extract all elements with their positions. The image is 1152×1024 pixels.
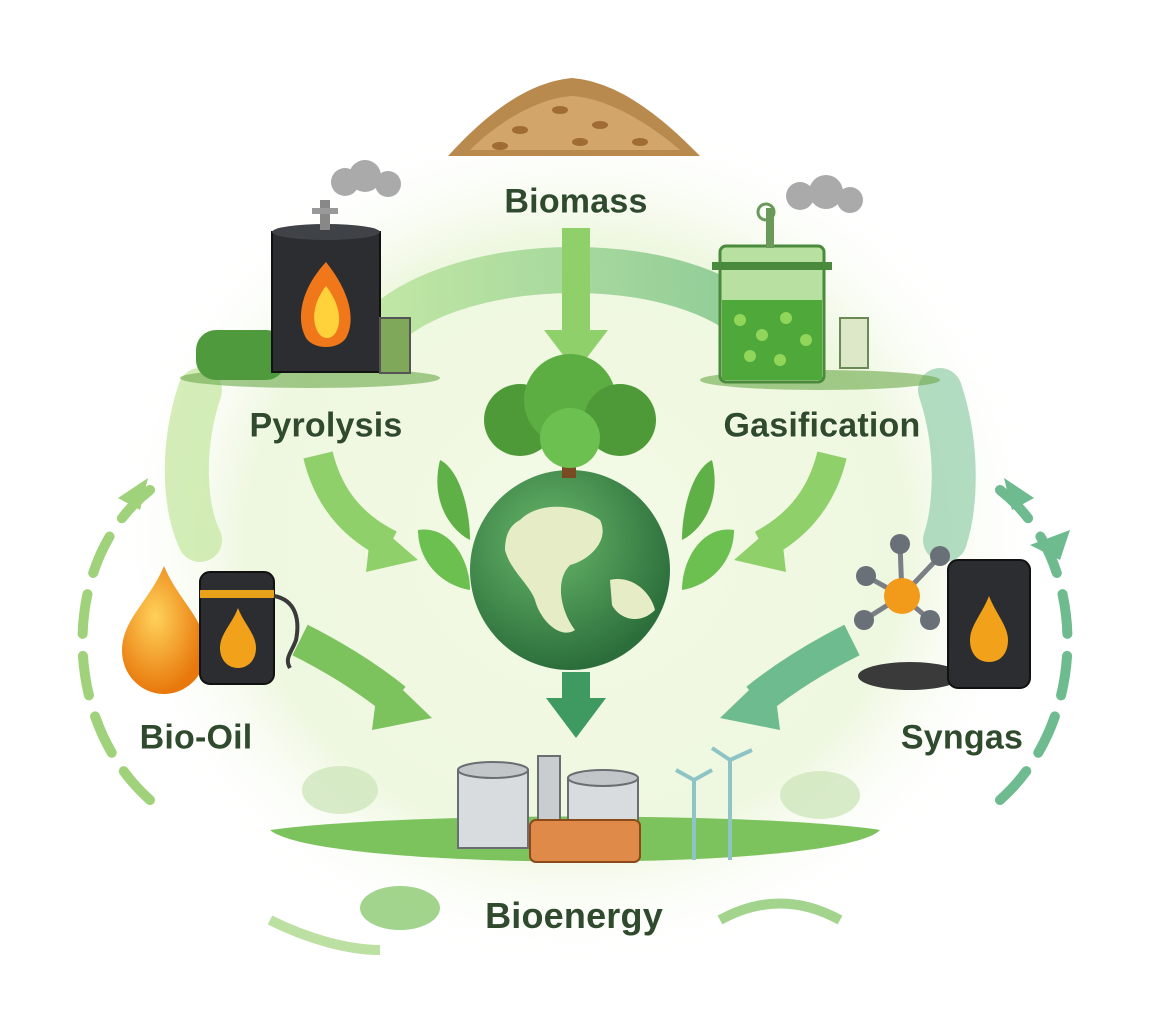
right-cycle-arrowhead [1004,478,1034,510]
gasification-to-syngas-flow [918,368,976,562]
left-cycle-arrowhead [118,478,148,510]
earth-to-bioenergy-arrow [546,672,606,738]
bioenergy-label: Bioenergy [485,895,663,936]
gasification-tank-icon [700,175,940,390]
bio-oil-label: Bio-Oil [139,718,253,757]
earth-tree-icon [418,354,734,670]
biomass-pellets-icon [448,78,700,156]
gasification-to-center-arrow [734,451,847,572]
right-cycle-arrowhead-2 [1030,530,1070,560]
syngas-molecule-barrel-icon [854,534,1031,690]
syngas-label: Syngas [900,718,1024,757]
biomass-down-arrow [544,228,608,372]
pyrolysis-reactor-icon [180,160,440,388]
bioenergy-plant-icon [267,746,880,955]
pyrolysis-to-biooil-flow [164,368,222,562]
biooil-to-bioenergy-arrow [292,624,432,730]
pyrolysis-to-center-arrow [303,451,418,572]
gasification-label: Gasification [723,406,921,445]
syngas-to-bioenergy-arrow [720,624,860,730]
oil-drop-barrel-icon [122,566,300,694]
pyrolysis-label: Pyrolysis [249,406,403,445]
biomass-label: Biomass [504,182,648,221]
